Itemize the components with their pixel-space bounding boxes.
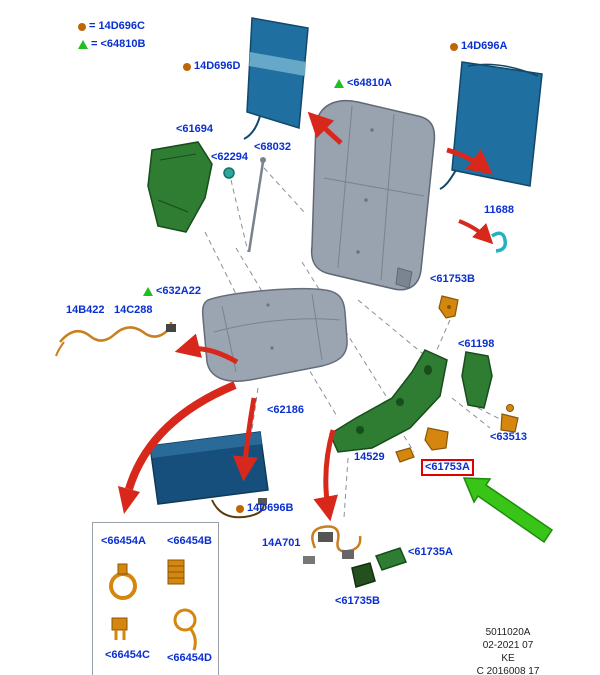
part-number: <61735B	[335, 595, 380, 607]
legend-triangle-label: = <64810B	[91, 38, 146, 50]
part-number: 14529	[354, 451, 385, 463]
part-label-14529[interactable]: 14529	[354, 451, 385, 464]
part-number: <61753B	[430, 273, 475, 285]
part-label-61753b[interactable]: <61753B	[430, 273, 475, 286]
part-number: <66454D	[167, 652, 212, 664]
green-triangle-icon	[78, 40, 88, 49]
part-label-64810a[interactable]: <64810A	[334, 77, 392, 90]
clip-part	[491, 231, 508, 253]
plate-code: KE	[501, 653, 515, 664]
part-number: 14B422	[66, 304, 105, 316]
part-number: <66454A	[101, 535, 146, 547]
seat-back-part	[310, 99, 436, 291]
part-number: <61735A	[408, 546, 453, 558]
seat-back-panel-upper-left	[243, 17, 309, 140]
part-63513	[500, 413, 519, 433]
part-label-66454d[interactable]: <66454D	[167, 652, 212, 665]
legend-dot-row: = 14D696C	[78, 20, 145, 33]
part-label-66454c[interactable]: <66454C	[105, 649, 150, 662]
seat-frame-part	[329, 349, 448, 453]
part-label-62294[interactable]: <62294	[211, 151, 248, 164]
part-label-66454a[interactable]: <66454A	[101, 535, 146, 548]
part-label-68032[interactable]: <68032	[254, 141, 291, 154]
part-number: <63513	[490, 431, 528, 443]
part-number: 14D696D	[194, 60, 241, 72]
part-number: <61694	[176, 123, 214, 135]
part-label-14b422[interactable]: 14B422	[66, 304, 105, 317]
part-label-14c288[interactable]: 14C288	[114, 304, 153, 317]
part-number: 14D696A	[461, 40, 508, 52]
legend-dot-label: = 14D696C	[89, 20, 145, 32]
part-label-14d696d[interactable]: 14D696D	[183, 60, 240, 73]
part-number: <61753A	[425, 461, 470, 473]
red-arrows	[125, 111, 494, 522]
part-label-61753a-highlighted[interactable]: <61753A	[421, 459, 474, 477]
plate-copyright: C 2016008 17	[476, 666, 540, 675]
part-number: <61198	[458, 338, 495, 350]
orange-dot-icon	[183, 62, 191, 71]
bracket-61753b-part	[438, 295, 459, 319]
part-label-63513[interactable]: <63513	[490, 431, 527, 444]
floor-panel-part	[149, 431, 269, 519]
part-label-14d696a[interactable]: 14D696A	[450, 40, 507, 53]
side-bracket-part	[147, 141, 213, 233]
part-number: <64810A	[347, 77, 392, 89]
nut-part	[223, 167, 235, 179]
plate-info: 5011020A 02-2021 07 KE C 2016008 17	[448, 626, 568, 675]
green-triangle-icon	[143, 287, 153, 296]
part-label-61198[interactable]: <61198	[458, 338, 494, 351]
part-number: <68032	[254, 141, 292, 153]
part-number: 14D696B	[247, 502, 294, 514]
green-triangle-icon	[334, 79, 344, 88]
part-label-11688[interactable]: 11688	[484, 204, 514, 217]
plate-number: 5011020A	[485, 627, 531, 638]
riser-part	[461, 351, 514, 412]
legend-triangle-row: = <64810B	[78, 38, 145, 51]
track-harness-part	[303, 525, 362, 564]
red-arrowhead	[118, 486, 140, 514]
part-number: 14A701	[262, 537, 301, 549]
part-label-632a22[interactable]: <632A22	[143, 285, 201, 298]
orange-dot-icon	[236, 504, 244, 513]
part-number: <632A22	[156, 285, 201, 297]
part-label-14d696b[interactable]: 14D696B	[236, 502, 293, 515]
part-number: 14C288	[114, 304, 153, 316]
part-label-61735b[interactable]: <61735B	[335, 595, 380, 608]
part-label-66454b[interactable]: <66454B	[167, 535, 212, 548]
plate-date: 02-2021 07	[482, 640, 534, 651]
part-label-61694[interactable]: <61694	[176, 123, 213, 136]
rod-part	[247, 157, 266, 253]
clip-kit-box	[92, 522, 219, 675]
seat-back-panel-upper-right	[439, 61, 543, 190]
part-label-14a701[interactable]: 14A701	[262, 537, 301, 550]
switch-61735b-part	[351, 562, 376, 588]
switch-61735a-part	[374, 547, 408, 571]
clip-kit-parts	[109, 559, 197, 651]
part-number: <66454C	[105, 649, 150, 661]
part-number: <62294	[211, 151, 249, 163]
part-61753a	[424, 427, 449, 451]
part-label-61735a[interactable]: <61735A	[408, 546, 453, 559]
wire-harness-part	[55, 321, 176, 357]
green-pointer-arrow	[462, 477, 554, 544]
orange-dot-icon	[78, 22, 86, 31]
orange-dot-icon	[450, 42, 458, 51]
part-label-62186[interactable]: <62186	[267, 404, 304, 417]
part-number: <62186	[267, 404, 305, 416]
part-number: 11688	[484, 204, 514, 216]
part-number: <66454B	[167, 535, 212, 547]
part-14529	[395, 447, 415, 463]
seat-cushion-part	[201, 288, 348, 382]
